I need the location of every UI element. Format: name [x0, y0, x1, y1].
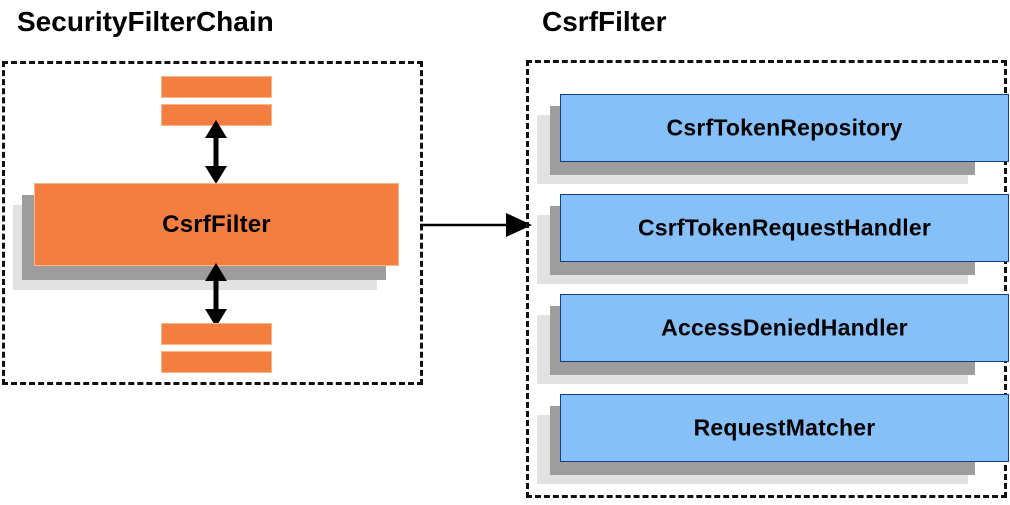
security-filter-chain-container [2, 61, 423, 385]
csrf-filter-container [526, 60, 1007, 498]
csrf-filter-box[interactable]: CsrfFilter [13, 183, 399, 290]
arrow-chain-to-filter-icon [420, 213, 532, 237]
page-title-security-filter-chain: SecurityFilterChain [17, 6, 274, 37]
filter-bar-bottom-2 [161, 351, 272, 373]
component-box-csrf-token-repository[interactable]: CsrfTokenRepository [537, 94, 1009, 184]
component-label: AccessDeniedHandler [661, 314, 908, 341]
arrow-above-csrffilter-icon [205, 120, 227, 184]
arrow-below-csrffilter-icon [205, 263, 227, 327]
component-face: CsrfTokenRequestHandler [560, 194, 1009, 262]
component-face: CsrfTokenRepository [560, 94, 1009, 162]
component-box-request-matcher[interactable]: RequestMatcher [537, 394, 1009, 484]
csrf-filter-label: CsrfFilter [162, 210, 271, 238]
component-label: RequestMatcher [693, 414, 876, 441]
component-box-access-denied-handler[interactable]: AccessDeniedHandler [537, 294, 1009, 384]
component-label: CsrfTokenRequestHandler [637, 214, 931, 241]
filter-bar-top-1 [161, 76, 272, 98]
page-title-csrf-filter: CsrfFilter [542, 6, 667, 37]
csrf-filter-face: CsrfFilter [34, 183, 399, 266]
component-box-csrf-token-request-handler[interactable]: CsrfTokenRequestHandler [537, 194, 1009, 284]
component-label: CsrfTokenRepository [666, 114, 903, 141]
component-face: RequestMatcher [560, 394, 1009, 462]
component-face: AccessDeniedHandler [560, 294, 1009, 362]
filter-bar-bottom-1 [161, 323, 272, 345]
